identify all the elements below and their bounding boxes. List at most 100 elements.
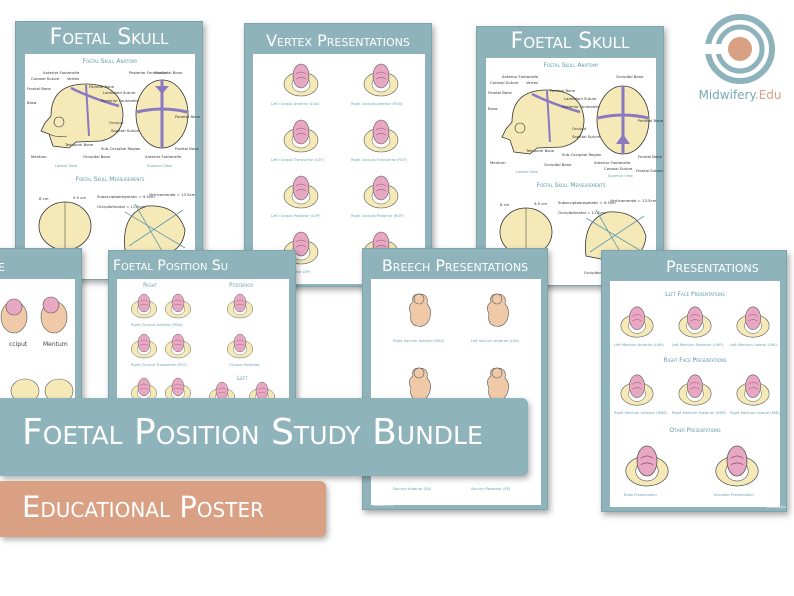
face-caption-5: Right Mentum Lateral (RML) <box>730 411 781 415</box>
face-caption-4: Right Mentum Posterior (RMP) <box>672 411 727 415</box>
label-frontal-bone: Frontal Bone <box>488 90 512 95</box>
measure-verticomental: Verticomental = 13.5cm <box>149 192 196 197</box>
label-mentum: Mentum <box>43 341 68 348</box>
poster-position-summary: Foetal Position Su Right Posterior Left … <box>108 250 296 410</box>
caption-op: Occiput Posterior <box>229 363 260 367</box>
summary-diagram-2 <box>227 293 253 319</box>
label-lambdoid-suture: Lambdoid Suture <box>564 96 597 101</box>
summary-diagram-4 <box>165 333 191 359</box>
breech-diagram-1 <box>487 293 509 327</box>
section-right: Right <box>143 282 157 289</box>
vertex-diagram-6 <box>283 231 319 265</box>
face-caption-3: Right Mentum Anterior (RMA) <box>614 411 668 415</box>
breech-diagram-2 <box>409 367 431 401</box>
face-other-caption-0: Brow Presentation <box>624 493 657 497</box>
logo-wordmark: Midwifery.Edu <box>698 88 782 102</box>
lateral-skull-diagram <box>40 83 124 149</box>
vertex-diagram-3 <box>363 119 399 153</box>
label-occipital-bone: Occipital Bone <box>83 154 111 159</box>
label-occiput: Occiput <box>572 126 587 131</box>
label-vertex: Vertex <box>67 76 80 81</box>
measurements-heading: Foetal Skull Measurements <box>75 176 145 183</box>
view-label-lateral: Lateral View <box>55 164 78 168</box>
poster-foetal-skull-left: Foetal Skull Foetal Skull Anatomy Anteri… <box>15 21 203 280</box>
section-right-face: Right Face Presentations <box>663 357 727 364</box>
label-coronal-suture-sup: Coronal Suture <box>604 166 633 171</box>
label-sagittal-suture: Sagittal Suture <box>111 128 140 133</box>
poster-title-fragment: se <box>0 256 81 275</box>
label-mentum: Mentum <box>490 160 506 165</box>
vertex-diagram-1 <box>363 63 399 97</box>
face-caption-1: Left Mentum Posterior (LMP) <box>672 343 723 347</box>
anatomy-heading: Foetal Skull Anatomy <box>82 58 138 65</box>
face-other-diagram-1 <box>715 445 759 487</box>
summary-diagram-5 <box>227 333 253 359</box>
vertex-diagram-0 <box>283 63 319 97</box>
section-left-face: Left Face Presentations <box>665 291 725 298</box>
fetus-mentum-diagram <box>40 296 68 334</box>
label-parietal-bone-sup: Parietal Bone <box>638 118 664 123</box>
face-diagram-0 <box>620 306 654 338</box>
face-diagram-2 <box>736 306 770 338</box>
summary-diagram-7 <box>165 377 191 403</box>
summary-diagram-0 <box>131 293 157 319</box>
measure-verticomental: Verticomental = 13.5cm <box>610 198 657 203</box>
label-occiput: Occiput <box>109 120 124 125</box>
label-anterior-fontanelle-sup: Anterior Fontanelle <box>594 160 631 165</box>
watermark: Midwifery.Edu <box>373 503 394 507</box>
measure-suboccipito: Subocciptobregmatic = 9.5cm <box>558 200 616 205</box>
label-parietal-bone-sup: Parietal Bone <box>175 114 201 119</box>
lateral-skull-diagram <box>501 89 585 155</box>
face-caption-2: Left Mentum Lateral (LML) <box>730 343 778 347</box>
label-posterior-fontanelle-sup: Posterior Fontanelle <box>129 70 167 75</box>
breech-caption-4: Sacrum Anterior (SA) <box>393 487 432 491</box>
vertex-caption-0: Left Occiput Anterior (LOA) <box>271 102 320 106</box>
section-left: Left <box>237 375 248 382</box>
superior-skull-diagram <box>135 79 189 149</box>
vertex-diagram-2 <box>283 119 319 153</box>
measure-8: 8 cm <box>39 196 49 201</box>
view-label-superior: Superior View <box>608 174 633 178</box>
label-sagittal-suture: Sagittal Suture <box>572 134 601 139</box>
view-label-lateral: Lateral View <box>516 170 539 174</box>
superior-skull-diagram <box>596 85 650 155</box>
measure-occipitofrontal: Occipitofrontal = 11.5cm <box>97 204 145 209</box>
face-caption-0: Left Mentum Anterior (LMA) <box>614 343 664 347</box>
label-coronal-suture: Coronal Suture <box>31 76 60 81</box>
summary-diagram-3 <box>131 333 157 359</box>
measure-9-5: 9.5 cm <box>534 201 548 206</box>
poster-title: Foetal Skull <box>49 25 169 50</box>
label-brow: Brow <box>488 106 498 111</box>
poster-face-presentations: Presentations Left Face Presentations Ri… <box>601 250 787 512</box>
label-posterior-fontanelle: Posterior Fontanelle <box>562 104 600 109</box>
summary-diagram-6 <box>131 377 157 403</box>
label-brow: Brow <box>27 100 37 105</box>
breech-caption-0: Right Sacrum Anterior (RSA) <box>393 339 445 343</box>
fetus-occiput-diagram <box>0 298 28 334</box>
face-diagram-1 <box>678 306 712 338</box>
pelvis-row-diagram <box>10 378 74 404</box>
poster-partial-left: se cciput Mentum <box>0 248 82 408</box>
label-occipital-bone-sup: Occipital Bone <box>616 74 644 79</box>
poster-foetal-skull-right: Foetal Skull Foetal Skull Anatomy Anteri… <box>476 26 664 286</box>
face-other-diagram-0 <box>625 445 669 487</box>
watermark: Midwifery.Edu <box>766 505 787 509</box>
section-posterior: Posterior <box>229 282 254 289</box>
poster-title: Presentations <box>666 257 759 276</box>
face-diagram-5 <box>736 374 770 406</box>
label-frontal-suture-sup: Frontal Suture <box>636 168 663 173</box>
logo-emblem-icon <box>705 14 775 84</box>
poster-title: Breech Presentations <box>381 256 529 275</box>
summary-diagram-1 <box>165 293 191 319</box>
label-temporal-bone: Temporal Bone <box>65 142 94 147</box>
vertex-caption-3: Right Occiput Transverse (ROT) <box>351 158 408 162</box>
label-parietal-bone: Parietal Bone <box>89 84 115 89</box>
measure-occipitofrontal: Occipitofrontal = 11.5cm <box>558 210 606 215</box>
label-sub-occipital: Sub-Occipital Region <box>562 152 602 157</box>
label-posterior-fontanelle: Posterior Fontanelle <box>101 98 139 103</box>
measure-8: 8 cm <box>500 202 510 207</box>
label-frontal-bone-sup: Frontal Bone <box>175 146 199 151</box>
measurements-heading: Foetal Skull Measurements <box>536 182 606 189</box>
banner-bundle-title: Foetal Position Study Bundle <box>0 398 528 476</box>
label-frontal-bone: Frontal Bone <box>27 86 51 91</box>
